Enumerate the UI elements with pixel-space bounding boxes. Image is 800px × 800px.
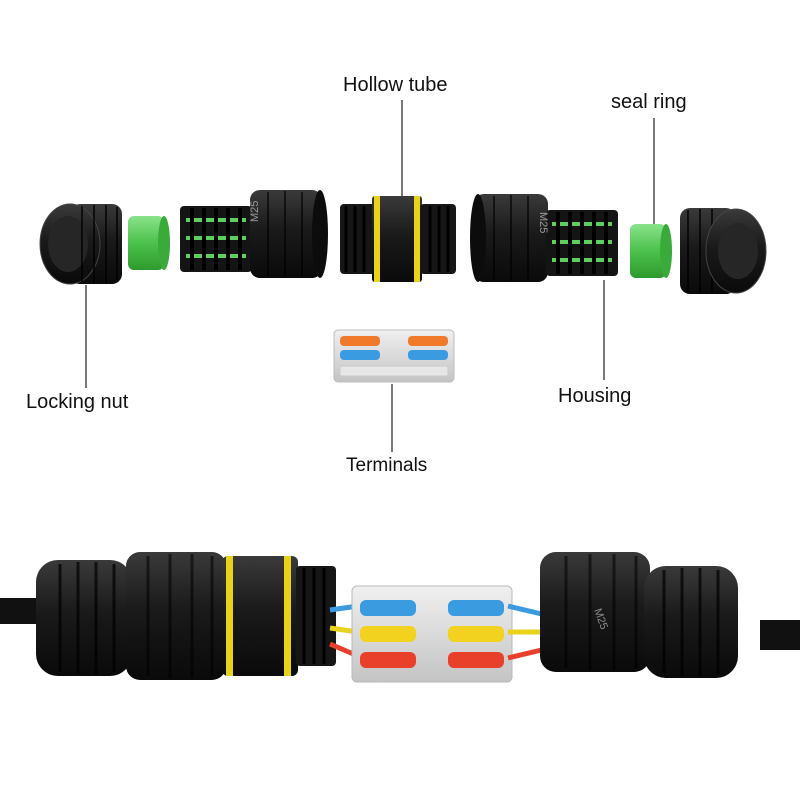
label-housing: Housing — [558, 385, 632, 407]
label-seal-ring: seal ring — [611, 91, 687, 113]
locking-nut-left — [39, 203, 122, 285]
leader-lines — [85, 100, 655, 452]
housing-right: M25 — [470, 194, 618, 282]
label-terminals: Terminals — [346, 455, 428, 476]
hollow-tube — [340, 196, 456, 282]
housing-right-marking: M25 — [537, 212, 549, 233]
label-hollow-tube: Hollow tube — [343, 74, 448, 96]
housing-left-marking: M25 — [249, 201, 261, 222]
locking-nut-right — [680, 208, 767, 294]
assembled-connector: M25 — [0, 552, 800, 683]
label-locking-nut: Locking nut — [26, 391, 129, 413]
terminal-block-exploded — [333, 329, 455, 383]
housing-left: M25 — [180, 190, 328, 278]
seal-ring-right — [630, 224, 672, 278]
seal-ring-left — [128, 216, 170, 270]
